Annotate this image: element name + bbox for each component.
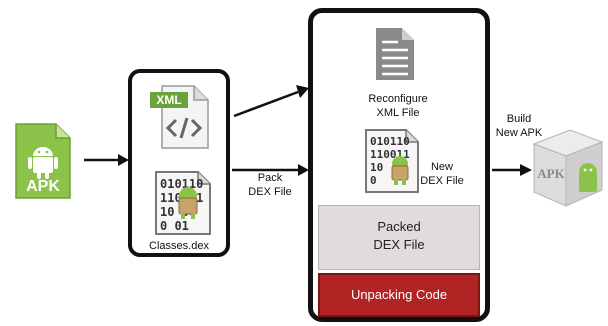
- arrow-xml-to-reconfigure: [233, 85, 309, 118]
- document-icon: [370, 26, 418, 82]
- arrow-apk-to-classes: [84, 154, 129, 166]
- packed-dex-block: Packed DEX File: [318, 205, 480, 270]
- xml-file-icon: XML: [148, 84, 212, 150]
- arrow-build-apk: [492, 164, 532, 176]
- svg-text:0: 0: [370, 174, 377, 187]
- svg-text:010110: 010110: [370, 135, 410, 148]
- new-apk-box-icon: APK: [530, 126, 606, 210]
- svg-text:010110: 010110: [160, 177, 203, 191]
- svg-text:0 01: 0 01: [160, 219, 189, 233]
- new-apk-box-label: APK: [537, 166, 565, 181]
- svg-text:10: 10: [370, 161, 383, 174]
- apk-input-icon: APK: [14, 122, 72, 200]
- pack-dex-label: Pack DEX File: [248, 172, 292, 198]
- unpacking-code-block: Unpacking Code: [318, 273, 480, 317]
- build-apk-label: Build New APK: [495, 113, 543, 139]
- arrow-pack-dex: [232, 164, 309, 176]
- classes-dex-label: Classes.dex: [149, 240, 209, 252]
- new-dex-label: New DEX File: [420, 161, 464, 187]
- xml-badge-text: XML: [156, 93, 182, 107]
- reconfigure-xml-label: Reconfigure XML File: [368, 93, 428, 119]
- new-dex-icon: 010110 110011 10 0: [362, 128, 422, 194]
- apk-label: APK: [26, 178, 60, 195]
- classes-dex-icon: 010110 110011 10 00 0 01: [148, 168, 214, 238]
